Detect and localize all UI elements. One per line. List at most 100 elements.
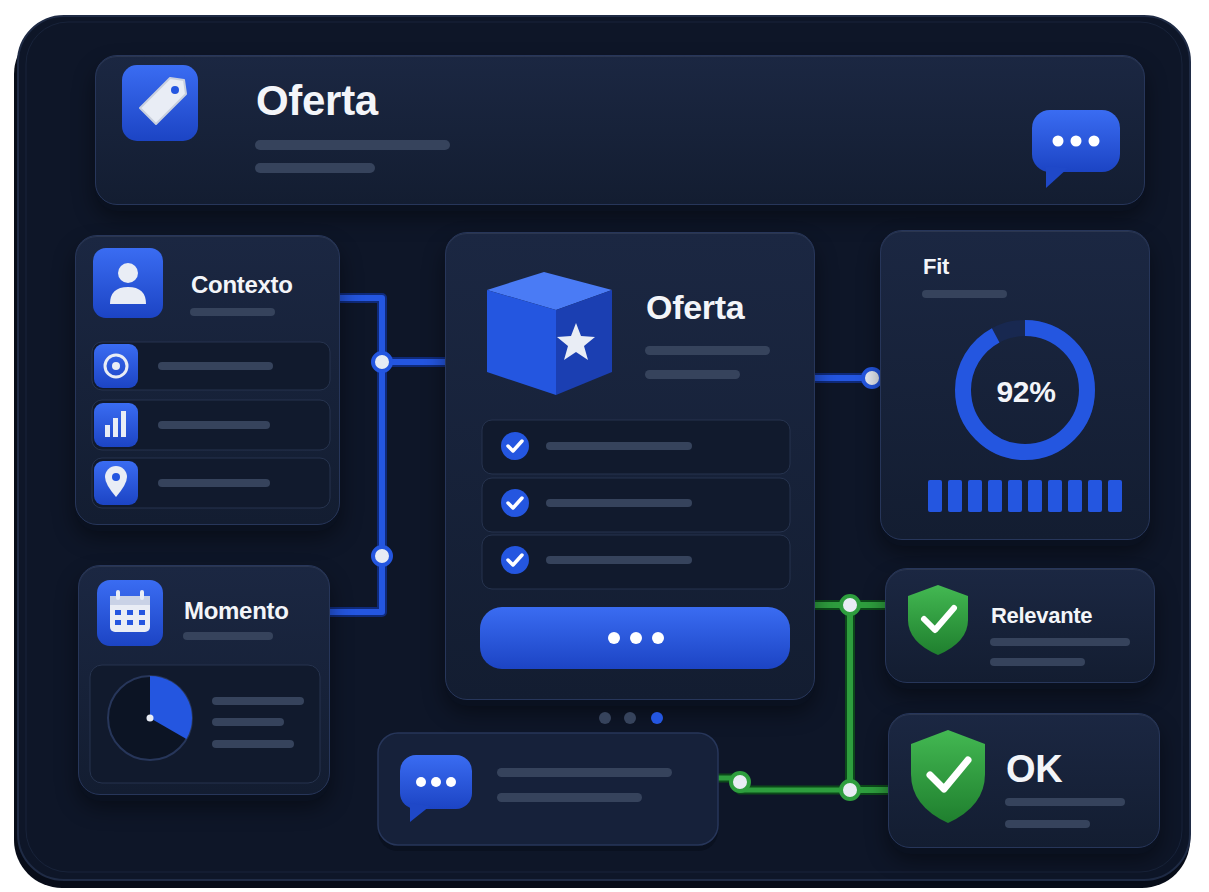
context-row — [112, 473, 120, 481]
placeholder-bar — [990, 638, 1130, 646]
chat-card — [416, 777, 426, 787]
panel — [14, 16, 1190, 888]
pie-panel — [212, 718, 284, 726]
tag-icon — [140, 78, 186, 124]
pagination-dot — [599, 712, 611, 724]
junction-dot — [373, 547, 391, 565]
placeholder-bar — [645, 346, 770, 379]
junction-dot — [373, 353, 391, 371]
progress-ring — [963, 328, 1087, 452]
placeholder-bar — [1005, 798, 1125, 806]
context-row — [112, 362, 120, 370]
node-value: 92% — [996, 375, 1055, 408]
check-row — [501, 432, 529, 460]
shield-icon — [908, 585, 968, 655]
pie-panel — [108, 676, 192, 760]
node-heading: Momento — [184, 598, 289, 624]
placeholder-bar — [190, 308, 275, 316]
pie-panel — [150, 676, 192, 739]
check-row — [508, 555, 522, 565]
calendar-icon — [115, 610, 121, 615]
chat-card — [378, 733, 718, 851]
placeholder-bar — [922, 290, 1007, 298]
check-row — [508, 441, 522, 451]
calendar-icon — [127, 620, 133, 625]
calendar-icon — [97, 580, 163, 646]
shield-icon — [911, 730, 985, 823]
context-row — [94, 344, 138, 388]
check-row — [482, 535, 790, 589]
bar-meter — [928, 480, 942, 512]
check-row — [501, 546, 529, 574]
check-row — [482, 478, 790, 532]
pagination-dot — [624, 712, 636, 724]
shield-icon — [908, 585, 968, 655]
chat-icon — [1046, 166, 1068, 188]
placeholder-bar — [645, 346, 770, 355]
calendar-icon — [140, 590, 144, 600]
bar-meter — [928, 480, 1122, 512]
bar-meter — [968, 480, 982, 512]
context-row — [92, 342, 330, 508]
placeholder-bar — [990, 638, 1130, 666]
context-row — [94, 461, 138, 505]
bar-meter — [948, 480, 962, 512]
context-row — [105, 466, 127, 497]
action-button — [608, 632, 620, 644]
chat-card — [446, 777, 456, 787]
person-icon — [110, 287, 146, 304]
connector — [815, 605, 888, 790]
placeholder-bar — [183, 632, 273, 640]
context-row — [92, 458, 330, 508]
person-icon — [93, 248, 163, 318]
placeholder-bar — [1005, 820, 1090, 828]
bar-meter — [1028, 480, 1042, 512]
context-row — [121, 411, 126, 437]
panel — [18, 16, 1190, 880]
context-row — [113, 418, 118, 437]
bar-meter — [1008, 480, 1022, 512]
progress-ring — [963, 328, 1087, 452]
node-heading: Contexto — [191, 272, 293, 298]
progress-ring — [963, 328, 1087, 452]
placeholder-bar — [922, 290, 1007, 298]
junction-dot — [841, 596, 859, 614]
pie-panel — [90, 665, 320, 783]
chat-card — [410, 803, 430, 822]
context-row — [105, 355, 127, 377]
node-heading: OK — [1006, 749, 1062, 791]
junction-dot — [863, 369, 881, 387]
node-heading: Fit — [923, 255, 949, 279]
calendar-icon — [139, 610, 145, 615]
cube-icon — [557, 323, 595, 360]
cube-icon — [487, 272, 612, 395]
bar-meter — [988, 480, 1002, 512]
junction-dot — [731, 773, 749, 791]
calendar-icon — [115, 620, 121, 625]
chat-card — [497, 768, 672, 777]
bar-meter — [1068, 480, 1082, 512]
check-row — [546, 556, 692, 564]
calendar-icon — [110, 596, 150, 632]
junction-dot — [841, 781, 859, 799]
connector — [330, 362, 445, 612]
chat-card — [378, 733, 718, 845]
person-icon — [118, 263, 138, 283]
connector-shadow — [815, 605, 888, 790]
placeholder-bar — [255, 140, 450, 150]
check-row — [482, 420, 790, 589]
placeholder-bar — [158, 479, 270, 487]
calendar-icon — [127, 610, 133, 615]
tag-icon — [171, 86, 179, 94]
pagination-dot — [651, 712, 663, 724]
pie-panel — [212, 697, 304, 748]
cube-icon — [556, 290, 612, 395]
pie-panel — [147, 715, 154, 722]
check-row — [508, 498, 522, 508]
placeholder-bar — [158, 362, 273, 370]
pie-panel — [212, 740, 294, 748]
connector — [340, 298, 445, 362]
panel — [26, 22, 1182, 872]
placeholder-bar — [645, 370, 740, 379]
tag-icon — [122, 65, 198, 141]
